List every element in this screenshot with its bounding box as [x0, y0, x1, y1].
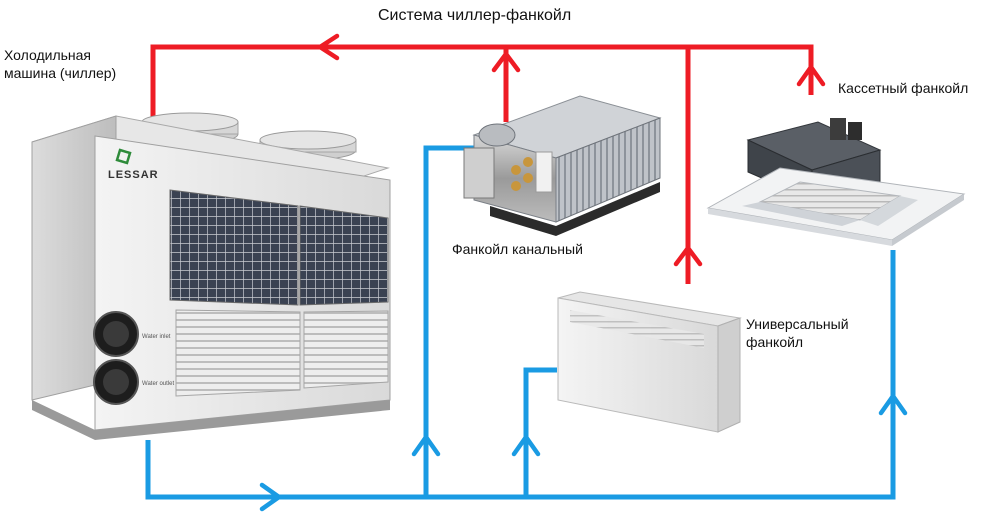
duct-fancoil-unit-icon: [464, 96, 660, 236]
return-pipe-universal-branch: [526, 370, 557, 497]
diagram-title: Система чиллер-фанкойл: [378, 7, 571, 24]
chiller-port-label: Water outlet: [142, 381, 174, 387]
chiller-port-label: Water inlet: [142, 334, 171, 340]
cassette-fancoil-label: Кассетный фанкойл: [838, 80, 968, 96]
chiller-label-line2: машина (чиллер): [4, 65, 116, 81]
chiller-label-line1: Холодильная: [4, 47, 91, 63]
cassette-fancoil-unit-icon: [708, 118, 964, 246]
supply-pipe-main: [153, 47, 811, 125]
chiller-unit-icon: Water inlet Water outlet LESSAR: [32, 113, 390, 440]
brand-name: LESSAR: [108, 169, 159, 181]
universal-fancoil-label-line1: Универсальный: [746, 316, 849, 332]
universal-fancoil-label-line2: фанкойл: [746, 334, 803, 350]
duct-fancoil-label: Фанкойл канальный: [452, 241, 583, 257]
universal-fancoil-unit-icon: [558, 292, 740, 432]
